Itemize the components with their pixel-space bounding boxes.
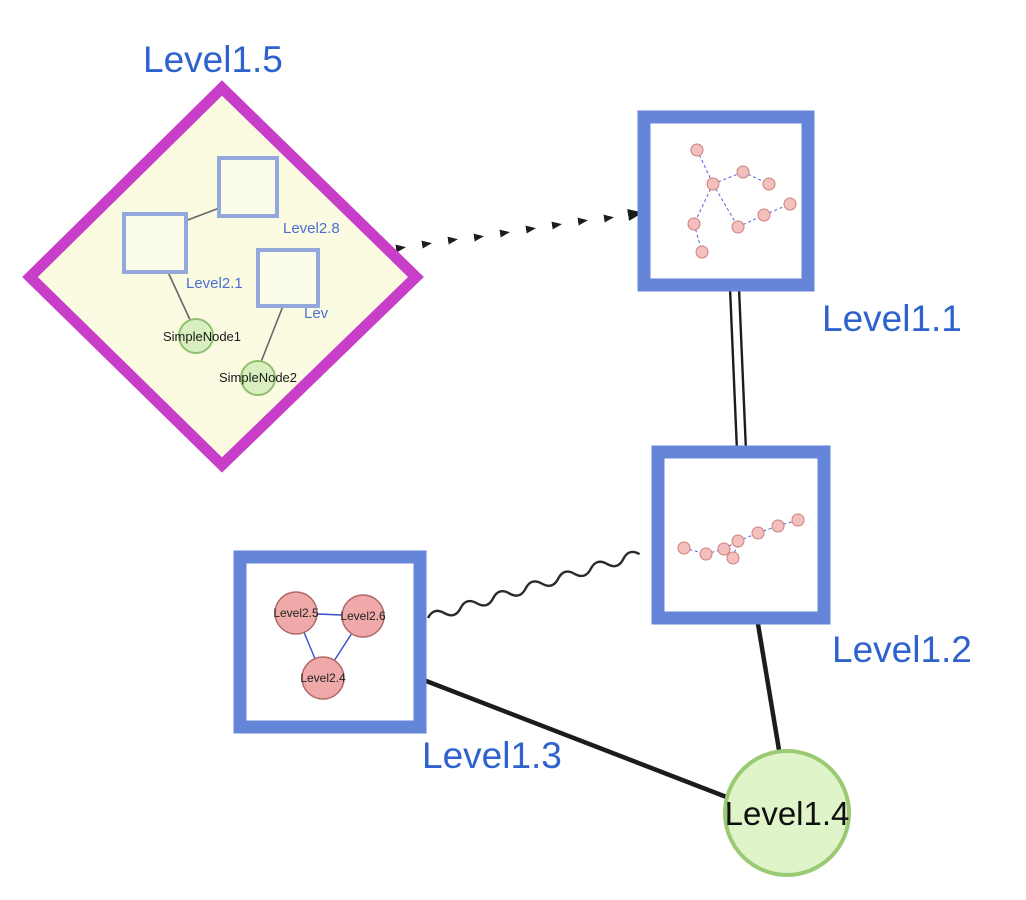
node-level2-trunc[interactable]: [256, 248, 320, 308]
mini-node: [690, 143, 704, 157]
node-label-level1-1: Level1.1: [822, 298, 962, 339]
edge-level21-simplenode1[interactable]: [167, 271, 192, 323]
node-level2-4[interactable]: [301, 656, 345, 700]
mini-node: [751, 526, 765, 540]
edge-level11-level12-line2[interactable]: [737, 287, 748, 452]
mini-node: [783, 197, 797, 211]
mini-node: [791, 513, 805, 527]
node-level1-4[interactable]: [723, 749, 851, 877]
node-label-level2-1: Level2.1: [186, 275, 243, 292]
mini-graph-level1-3: Level2.5 Level2.6 Level2.4: [273, 591, 386, 700]
node-label-level1-4: Level1.4: [725, 795, 850, 832]
mini-graph-level1-2: [677, 513, 805, 565]
mini-graph-level1-1: [687, 143, 797, 259]
node-level1-3[interactable]: [233, 550, 427, 734]
node-label-level2-8: Level2.8: [283, 220, 340, 237]
node-level2-1[interactable]: [122, 212, 188, 274]
node-label-level1-5: Level1.5: [143, 39, 283, 80]
edge-lev-simplenode2[interactable]: [260, 305, 284, 363]
mini-node: [677, 541, 691, 555]
edge-level13-level12-wavy[interactable]: [426, 550, 641, 622]
mini-node: [695, 245, 709, 259]
node-simplenode2[interactable]: [240, 360, 276, 396]
node-level2-6[interactable]: [341, 594, 385, 638]
mini-node: [699, 547, 713, 561]
mini-node: [731, 534, 745, 548]
mini-edges-level1-1: [693, 149, 791, 253]
mini-node: [771, 519, 785, 533]
mini-node: [706, 177, 720, 191]
node-label-level1-3: Level1.3: [422, 735, 562, 776]
node-label-level2-5: Level2.5: [273, 606, 319, 620]
mini-node: [736, 165, 750, 179]
node-level1-1[interactable]: [637, 110, 815, 292]
node-label-level2-trunc: Lev: [304, 305, 329, 322]
edge-level11-level12-line1[interactable]: [728, 287, 739, 452]
edge-level15-level11[interactable]: [395, 208, 643, 253]
node-level2-8[interactable]: [217, 156, 279, 218]
node-level2-5[interactable]: [274, 591, 318, 635]
mini-node: [762, 177, 776, 191]
mini-node: [717, 542, 731, 556]
mini-node: [726, 551, 740, 565]
node-simplenode1[interactable]: [178, 318, 214, 354]
mini-node: [687, 217, 701, 231]
mini-edges-level1-2: [683, 519, 799, 559]
edge-level28-level21[interactable]: [184, 206, 223, 222]
mini-node: [757, 208, 771, 222]
node-label-level1-2: Level1.2: [832, 629, 972, 670]
edge-level13-level14[interactable]: [420, 676, 730, 801]
mini-node: [731, 220, 745, 234]
edge-level12-level14[interactable]: [754, 617, 783, 757]
node-level1-5-diamond[interactable]: [22, 80, 424, 473]
node-level1-2[interactable]: [651, 445, 831, 625]
node-label-level2-6: Level2.6: [340, 609, 386, 623]
node-label-simplenode2: SimpleNode2: [219, 370, 297, 385]
node-label-level2-4: Level2.4: [300, 671, 346, 685]
node-label-simplenode1: SimpleNode1: [163, 329, 241, 344]
